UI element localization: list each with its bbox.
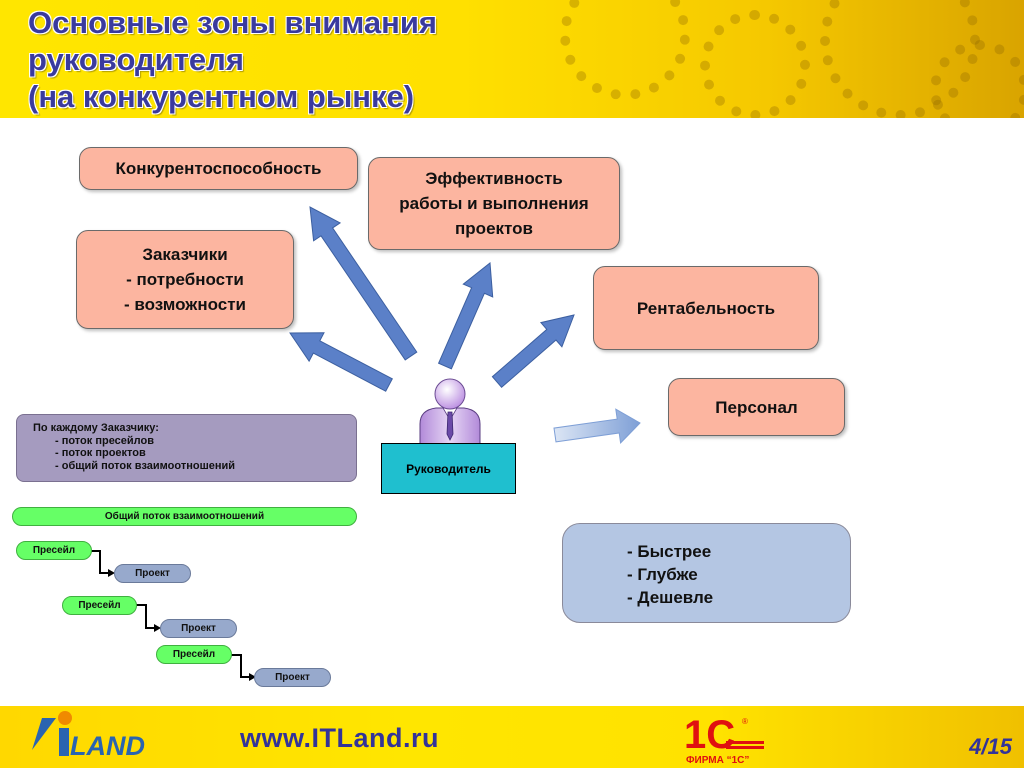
arrow-to-profitability <box>491 314 575 389</box>
itland-logo-text: LAND <box>70 731 145 760</box>
per-customer-item: - поток проектов <box>55 447 146 459</box>
goal-item: - Дешевле <box>627 588 714 607</box>
itland-logo: LAND <box>32 711 145 760</box>
zone-competitiveness: Конкурентоспособность <box>79 147 358 190</box>
gear-decoration <box>560 0 690 100</box>
per-customer-heading: По каждому Заказчику: <box>33 422 159 434</box>
connector-arrowhead <box>108 569 115 577</box>
firm-1c-logo: 1С ® ФИРМА “1С” <box>684 713 764 766</box>
zone-label: Персонал <box>715 397 798 417</box>
goal-item: - Быстрее <box>627 542 712 561</box>
zone-label: работы и выполнения <box>399 194 589 213</box>
zone-label: Рентабельность <box>636 298 776 318</box>
project-pill: Проект <box>160 619 237 638</box>
zone-label: Заказчики <box>142 245 228 264</box>
per-customer-item: - общий поток взаимоотношений <box>55 459 236 472</box>
presale-pill: Пресейл <box>156 645 232 664</box>
project-label: Проект <box>275 672 310 683</box>
connector-arrow <box>136 604 154 629</box>
registered-mark: ® <box>742 717 748 726</box>
presale-pill: Пресейл <box>62 596 137 615</box>
manager-person-icon <box>419 378 481 445</box>
goal-item: - Глубже <box>627 565 698 584</box>
zone-profitability: Рентабельность <box>593 266 819 350</box>
project-label: Проект <box>135 568 170 579</box>
presale-label: Пресейл <box>32 545 76 556</box>
per-customer-box: По каждому Заказчику: - поток пресейлов … <box>16 414 357 482</box>
zone-efficiency: Эффективность работы и выполнения проект… <box>368 157 620 250</box>
presale-label: Пресейл <box>172 649 216 660</box>
goals-box: - Быстрее - Глубже - Дешевле <box>562 523 851 623</box>
footer-bar <box>0 706 1024 768</box>
firm-logo-mark: 1С <box>684 713 735 757</box>
arrow-to-competitiveness <box>309 206 418 361</box>
relationship-flow-header: Общий поток взаимоотношений <box>12 507 357 526</box>
project-label: Проект <box>181 623 216 634</box>
per-customer-item: - поток пресейлов <box>55 434 154 447</box>
slide-title: Основные зоны внимания руководителя (на … <box>28 4 437 115</box>
manager-label: Руководитель <box>406 461 491 476</box>
connector-arrowhead <box>154 624 161 632</box>
gear-decoration <box>700 10 810 118</box>
arrow-to-customers <box>289 332 393 392</box>
zone-customers: Заказчики - потребности - возможности <box>76 230 294 329</box>
gear-decoration <box>930 40 1024 118</box>
zone-personnel: Персонал <box>668 378 845 436</box>
presale-pill: Пресейл <box>16 541 92 560</box>
zone-label: Конкурентоспособность <box>115 159 322 178</box>
page-number: 4/15 <box>969 734 1012 759</box>
zone-label: - потребности <box>126 270 244 289</box>
manager-box: Руководитель <box>381 443 516 494</box>
project-pill: Проект <box>254 668 331 687</box>
flow-header-label: Общий поток взаимоотношений <box>104 511 265 522</box>
zone-label: - возможности <box>123 295 247 314</box>
presale-label: Пресейл <box>78 600 121 611</box>
firm-name-text: ФИРМА “1С” <box>686 755 749 766</box>
arrow-to-personnel <box>553 408 641 444</box>
arrow-to-efficiency <box>437 262 494 370</box>
header-banner <box>0 0 1024 118</box>
title-line: Основные зоны внимания <box>28 5 437 40</box>
connector-arrow <box>231 654 249 678</box>
zone-label: Эффективность <box>425 169 563 188</box>
connector-arrowhead <box>249 673 256 681</box>
zone-label: проектов <box>455 219 533 238</box>
project-pill: Проект <box>114 564 191 583</box>
connector-arrow <box>91 550 108 574</box>
website-url[interactable]: www.ITLand.ru <box>240 723 439 753</box>
title-line: руководителя <box>28 42 244 77</box>
title-line: (на конкурентном рынке) <box>28 79 415 114</box>
